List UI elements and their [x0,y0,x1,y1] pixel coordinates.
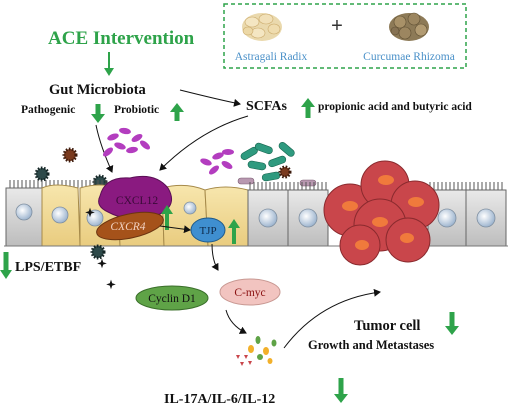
cytokine-particles [236,336,277,366]
bacteria-cluster-right [200,142,317,187]
pathogenic-down-arrow [91,104,105,123]
intervention-title: ACE Intervention [48,28,195,49]
plus-sign: + [331,15,343,37]
grey-cells-right [427,189,507,247]
green-down-arrow [104,52,114,76]
arrow-tjp-to-cyclin [211,243,219,271]
curcumae-rhizoma-image [389,12,429,41]
spiky-bacterium-5 [90,244,106,260]
cytokines-down-arrow [334,378,348,403]
scfas-detail: propionic acid and butyric acid [318,101,472,113]
arrow-gut-to-scfas [179,89,241,107]
arrow-scfas-to-cxcl12 [159,115,249,171]
purple-bacteria-right [200,149,234,175]
scfas-up-arrow [301,98,315,118]
cxcl12-blob: CXCL12 [98,175,173,219]
tumor-down-arrow [445,312,459,335]
tjp-blob: TJP [190,217,226,243]
cyclin-d1-blob: Cyclin D1 [135,285,209,311]
spiky-bacterium-4 [278,165,292,179]
lps-down-arrow [0,252,12,279]
arrow-pathogenic-to-cxcl12 [95,124,114,173]
cxcl12-label: CXCL12 [116,195,158,207]
gut-microbiota-title: Gut Microbiota [49,82,147,98]
arrow-cxcr4-to-tjp [159,225,191,234]
purple-bacteria [103,127,150,157]
c-myc-blob: C-myc [219,278,281,306]
astragali-radix-image [242,13,282,41]
cxcr4-blob: CXCR4 [96,211,164,241]
spiky-bacterium-1 [62,147,78,163]
herb-box: + Astragali Radix Curcumae Rhizoma [223,3,467,69]
probiotic-label: Probiotic [114,104,159,116]
grey-cells-left [5,187,43,247]
probiotic-up-arrow [170,103,184,121]
cxcr4-label: CXCR4 [110,221,145,233]
herb2-label: Curcumae Rhizoma [363,51,455,63]
sparkles [85,207,116,290]
c-myc-label: C-myc [234,287,265,299]
tjp-label: TJP [199,225,216,237]
grey-cells-middle [247,189,329,247]
arrow-cytokines-to-tumor [283,288,381,349]
pathogenic-label: Pathogenic [21,104,75,116]
lps-etbf-label: LPS/ETBF [15,260,81,275]
spiky-bacterium-2 [34,166,50,182]
cytokines-label: IL-17A/IL-6/IL-12 [164,392,275,407]
tumor-cell-label: Tumor cell [354,318,420,334]
tjp-up-arrow [228,219,240,244]
scfas-label: SCFAs [246,99,288,114]
cyclin-d1-label: Cyclin D1 [148,293,196,305]
arrow-cyclin-to-cytokines [225,309,247,334]
growth-metastases-label: Growth and Metastases [308,338,434,352]
teal-bacteria [240,142,295,182]
microvilli [9,180,503,190]
herb1-label: Astragali Radix [235,51,308,63]
tumor-cell-cluster [323,160,440,266]
